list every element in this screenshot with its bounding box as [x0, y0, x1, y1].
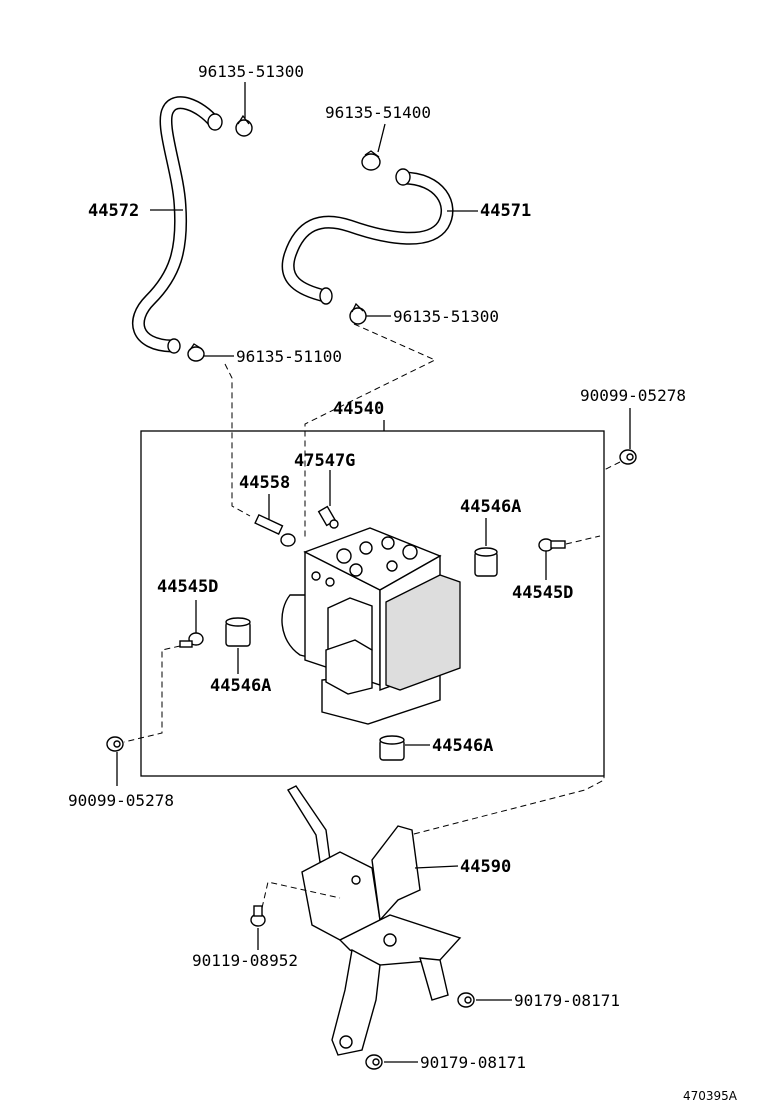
label-sensor: 47547G: [294, 451, 355, 471]
cushion-44546a: [474, 547, 498, 577]
clip-icon: [187, 343, 205, 362]
nut-icon: [457, 992, 475, 1008]
bracket-44590: [286, 785, 462, 1056]
label-cushion-left: 44546A: [210, 676, 271, 696]
figure-code: 470395A: [683, 1089, 738, 1103]
union-44558: [254, 513, 296, 547]
nut-icon: [106, 736, 124, 752]
label-clip-left: 96135-51100: [236, 347, 342, 366]
label-nut-bracket-1: 90179-08171: [514, 991, 620, 1010]
label-cushion-top: 44546A: [460, 497, 521, 517]
hose-44571: [281, 168, 454, 305]
nut-icon: [365, 1054, 383, 1070]
label-hose-right: 44571: [480, 201, 531, 221]
bolt-90119-08952: [250, 905, 266, 927]
nut-icon: [619, 449, 637, 465]
cushion-44546a: [379, 735, 405, 761]
label-bolt-bracket: 90119-08952: [192, 951, 298, 970]
label-clip-top: 96135-51300: [198, 62, 304, 81]
label-hose-left: 44572: [88, 201, 139, 221]
clip-icon: [349, 302, 367, 325]
abs-actuator: [281, 527, 461, 725]
label-cushion-bottom: 44546A: [432, 736, 493, 756]
hose-44572: [131, 96, 223, 354]
label-union: 44558: [239, 473, 290, 493]
bolt-44545d: [179, 632, 204, 648]
clip-icon: [361, 150, 381, 171]
label-clip-mid: 96135-51400: [325, 103, 431, 122]
cushion-44546a: [225, 617, 251, 647]
label-nut-bottom-left: 90099-05278: [68, 791, 174, 810]
label-nut-top-right: 90099-05278: [580, 386, 686, 405]
bolt-44545d: [538, 538, 566, 552]
label-actuator-assy: 44540: [333, 399, 384, 419]
label-bolt-right: 44545D: [512, 583, 573, 603]
clip-icon: [235, 114, 253, 137]
label-clip-right: 96135-51300: [393, 307, 499, 326]
sensor-47547g: [317, 505, 339, 529]
label-bracket: 44590: [460, 857, 511, 877]
label-bolt-left: 44545D: [157, 577, 218, 597]
label-nut-bracket-2: 90179-08171: [420, 1053, 526, 1072]
